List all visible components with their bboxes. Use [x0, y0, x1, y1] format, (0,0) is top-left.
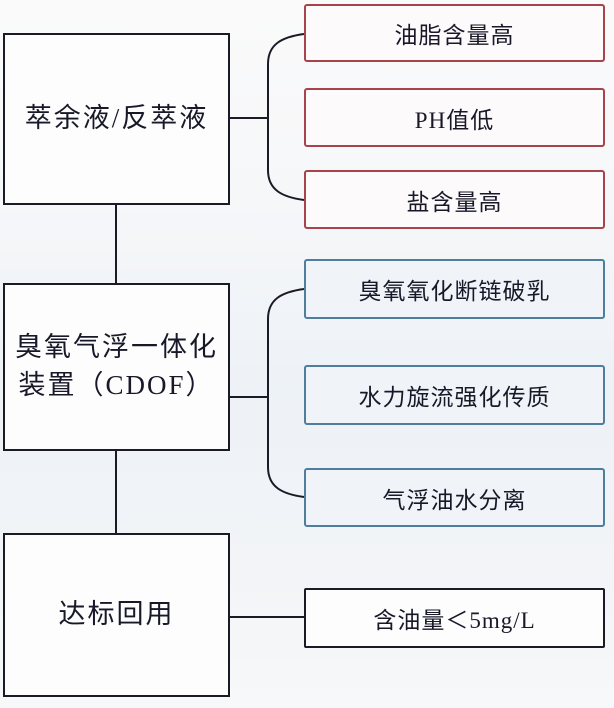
problem-box-oil-content: 油脂含量高 — [304, 4, 605, 62]
mechanism-box-flotation-separation: 气浮油水分离 — [304, 468, 605, 527]
mechanism-box-ozone-oxidation: 臭氧氧化断链破乳 — [304, 259, 605, 319]
reuse-box-label: 达标回用 — [58, 599, 175, 630]
brace-connector-problems — [267, 33, 305, 201]
device-box-label: 臭氧气浮一体化 装置（CDOF） — [15, 332, 218, 400]
mechanism-box-label: 气浮油水分离 — [382, 487, 527, 513]
result-box-label: 含油量＜5mg/L — [373, 608, 536, 633]
reuse-box: 达标回用 — [3, 533, 230, 697]
mechanism-box-hydrocyclone: 水力旋流强化传质 — [304, 365, 605, 425]
result-box-oil-limit: 含油量＜5mg/L — [304, 588, 605, 648]
problem-box-ph-low: PH值低 — [304, 88, 605, 147]
mechanism-box-label: 水力旋流强化传质 — [358, 385, 551, 410]
problem-box-salt-content: 盐含量高 — [304, 170, 605, 229]
problem-box-label: PH值低 — [414, 107, 495, 133]
problem-box-label: 盐含量高 — [406, 189, 503, 215]
problem-box-label: 油脂含量高 — [394, 23, 515, 48]
source-box-label: 萃余液/反萃液 — [24, 103, 209, 134]
device-box: 臭氧气浮一体化 装置（CDOF） — [3, 283, 230, 451]
mechanism-box-label: 臭氧氧化断链破乳 — [358, 279, 551, 304]
brace-connector-mechanisms — [267, 288, 305, 498]
source-box: 萃余液/反萃液 — [3, 33, 230, 205]
